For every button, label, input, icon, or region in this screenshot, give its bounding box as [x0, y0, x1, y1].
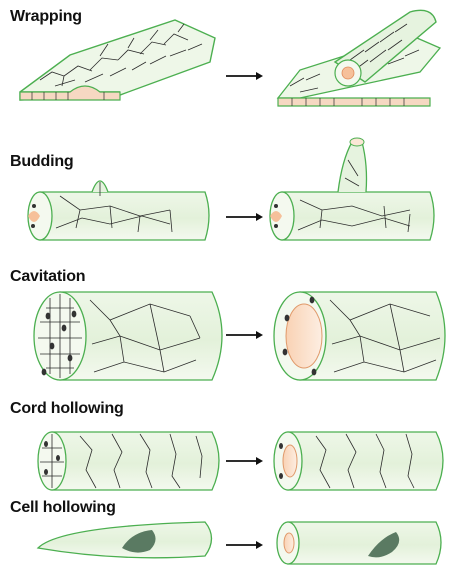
wrapping-before-sheet	[20, 20, 215, 100]
cell-hollowing-after-cell	[277, 522, 441, 564]
cavitation-after-cylinder	[274, 292, 445, 380]
budding-after-tube	[270, 138, 434, 240]
cell-hollowing-before-cell	[38, 522, 212, 558]
cord-hollowing-after-cylinder	[274, 432, 443, 490]
budding-before-tube	[28, 181, 209, 240]
cavitation-before-cylinder	[34, 292, 222, 380]
cord-hollowing-before-cylinder	[38, 432, 219, 490]
wrapping-after-tube	[278, 10, 440, 106]
